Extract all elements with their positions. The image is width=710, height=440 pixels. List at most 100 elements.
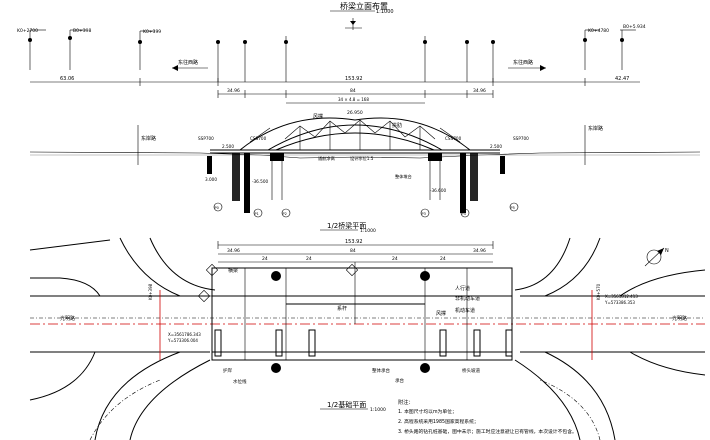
pier-markers-top bbox=[216, 36, 495, 82]
center-stake-marker bbox=[345, 18, 362, 30]
left-bank-label: 东岸路 bbox=[141, 135, 156, 142]
plan-wind-brace-label: 风撑 bbox=[436, 310, 446, 317]
coord-left-2: Y=573306.004 bbox=[167, 338, 198, 343]
road-right-label: 光明路 bbox=[672, 315, 687, 322]
lower-road-centerline bbox=[89, 379, 161, 440]
svg-text:K0+399: K0+399 bbox=[143, 29, 161, 35]
coord-right-2: Y=573386.353 bbox=[604, 300, 635, 305]
elevation-title-scale: 1:1000 bbox=[376, 9, 394, 15]
svg-text:K0+398: K0+398 bbox=[148, 283, 153, 300]
dim-main-span: 84 bbox=[350, 88, 356, 94]
bearing-right-label: CSS700 bbox=[445, 136, 462, 141]
pile-cap-label: 承台 bbox=[395, 377, 404, 384]
piers bbox=[207, 153, 505, 213]
dim-right-span: 42.47 bbox=[615, 76, 629, 82]
plan-seg-3: 24 bbox=[392, 256, 398, 262]
plan-dim-left: 34.96 bbox=[227, 248, 240, 254]
top-stake-3: K0+399 bbox=[138, 29, 161, 70]
bank-revet-label: 护岸 bbox=[223, 367, 232, 374]
plan-deck bbox=[211, 262, 513, 361]
plan-seg-2: 24 bbox=[306, 256, 312, 262]
notes-block: 附注： 1. 本图尺寸均以m为单位； 2. 高程系统采用1985国家高程系统； … bbox=[398, 398, 577, 435]
half-plan-title: 1/2桥梁平面 bbox=[327, 221, 366, 230]
svg-text:P0: P0 bbox=[215, 206, 219, 210]
pier-type-label: 整体墩台 bbox=[395, 173, 412, 180]
motor-label: 机动车道 bbox=[455, 307, 475, 314]
right-bank-label: 东岸路 bbox=[588, 125, 603, 132]
right-el-label: SSP700 bbox=[513, 136, 529, 141]
foundation-title: 1/2基础平面 bbox=[327, 400, 366, 409]
dim-main-detail: 34 × 4.8 = 168 bbox=[338, 97, 369, 102]
svg-text:P1: P1 bbox=[255, 212, 259, 216]
plan-dim-right: 34.96 bbox=[473, 248, 486, 254]
elevation-annotations: SSP700 SSP700 CSS700 CSS700 2.500 2.500 … bbox=[198, 136, 529, 193]
nonmotor-label: 非机动车道 bbox=[455, 295, 480, 302]
elev-top-value: 26.950 bbox=[347, 110, 363, 116]
arch-truss bbox=[239, 117, 471, 151]
wind-brace-label: 风撑 bbox=[313, 113, 323, 120]
plan-dim-total: 153.92 bbox=[345, 239, 363, 245]
svg-text:K0+570: K0+570 bbox=[596, 283, 601, 300]
road-left-label: 光明路 bbox=[60, 315, 75, 322]
svg-text:N: N bbox=[665, 248, 669, 254]
plan-pier-dots bbox=[214, 271, 513, 373]
water-elev: 3.000 bbox=[205, 177, 217, 182]
plan-seg-4: 24 bbox=[440, 256, 446, 262]
navigable-label: 通航净高 bbox=[318, 155, 335, 162]
elevation-road-arrows: 东往西路 东往西路 bbox=[172, 59, 546, 71]
tie-beam-label: 系杆 bbox=[337, 305, 347, 312]
plan-stake-axes: K0+398 K0+570 bbox=[148, 283, 601, 360]
note-3: 3. 桥头路的钻孔桩基础，图中未示；施工时应注意避让已有管线，本次设计不包含。 bbox=[398, 428, 577, 435]
pier-id-circles: P0 P1 P2 P3 P4 P5 bbox=[213, 202, 519, 218]
design-water-label: 设计水位1.5 bbox=[350, 155, 374, 162]
plan-dimension-lines: 153.92 34.96 84 34.96 24 24 24 24 bbox=[217, 239, 494, 263]
right-deck-elev: 2.500 bbox=[490, 144, 502, 149]
svg-text:东往西路: 东往西路 bbox=[178, 59, 198, 66]
left-deck-elev: 2.500 bbox=[222, 144, 234, 149]
bridge-deck bbox=[210, 149, 500, 154]
plan-roads bbox=[29, 237, 706, 440]
svg-text:P2: P2 bbox=[283, 212, 287, 216]
top-stake-5: B0+5.934 bbox=[620, 24, 646, 70]
dim-sub-left: 34.96 bbox=[227, 88, 240, 94]
sidewalk-label: 人行道 bbox=[455, 285, 470, 292]
left-pile-elev: -36.500 bbox=[252, 179, 268, 184]
elevation-title: 桥梁立面布置 bbox=[340, 1, 388, 11]
svg-text:B0+5.934: B0+5.934 bbox=[623, 24, 646, 30]
svg-text:K0+4780: K0+4780 bbox=[588, 28, 609, 34]
north-arrow-icon: N bbox=[644, 247, 669, 267]
svg-text:K0+2700: K0+2700 bbox=[17, 28, 38, 34]
top-stake-1: K0+2700 bbox=[17, 28, 46, 70]
foundation-scale: 1:1000 bbox=[370, 407, 386, 413]
half-plan-scale: 1:1000 bbox=[360, 228, 376, 234]
left-el-label: SSP700 bbox=[198, 136, 214, 141]
note-1: 1. 本图尺寸均以m为单位； bbox=[398, 408, 457, 415]
svg-text:P3: P3 bbox=[422, 212, 426, 216]
dim-total-length: 153.92 bbox=[345, 76, 363, 82]
elevation-dimension-lines: 63.06 153.92 42.47 34.96 84 34.96 34 × 4… bbox=[30, 76, 640, 104]
dim-left-span: 63.06 bbox=[60, 76, 74, 82]
water-line-label: 水位线 bbox=[233, 378, 247, 385]
plan-seg-1: 24 bbox=[262, 256, 268, 262]
plan-dim-mid: 84 bbox=[350, 248, 356, 254]
svg-text:P4: P4 bbox=[462, 212, 467, 216]
cross-beam-label: 横梁 bbox=[228, 267, 238, 274]
arch-rib-label: 拱肋 bbox=[392, 122, 402, 129]
coord-left-1: X=3561786.343 bbox=[168, 332, 201, 337]
right-pile-elev: -36.600 bbox=[430, 188, 446, 193]
notes-heading: 附注： bbox=[398, 398, 414, 406]
dim-sub-right: 34.96 bbox=[473, 88, 486, 94]
top-stake-2: B0+398 bbox=[68, 28, 91, 70]
plan-labels: 光明路 光明路 人行道 非机动车道 机动车道 系杆 风撑 横梁 X=356181… bbox=[60, 267, 687, 385]
bearing-left-label: CSS700 bbox=[250, 136, 267, 141]
svg-text:P5: P5 bbox=[511, 206, 515, 210]
top-stake-4: K0+4780 bbox=[583, 28, 609, 70]
survey-diamond-icons bbox=[196, 263, 359, 303]
note-2: 2. 高程系统采用1985国家高程系统； bbox=[398, 418, 479, 425]
coord-right-1: X=3561812.413 bbox=[605, 294, 638, 299]
ramp-label: 桥头坡道 bbox=[462, 367, 480, 374]
top-stakes: K0+2700 B0+398 K0+399 K0+4780 B0+5.934 bbox=[17, 24, 646, 70]
foundation-label: 整体承台 bbox=[372, 367, 390, 374]
svg-text:东往西路: 东往西路 bbox=[513, 59, 533, 66]
